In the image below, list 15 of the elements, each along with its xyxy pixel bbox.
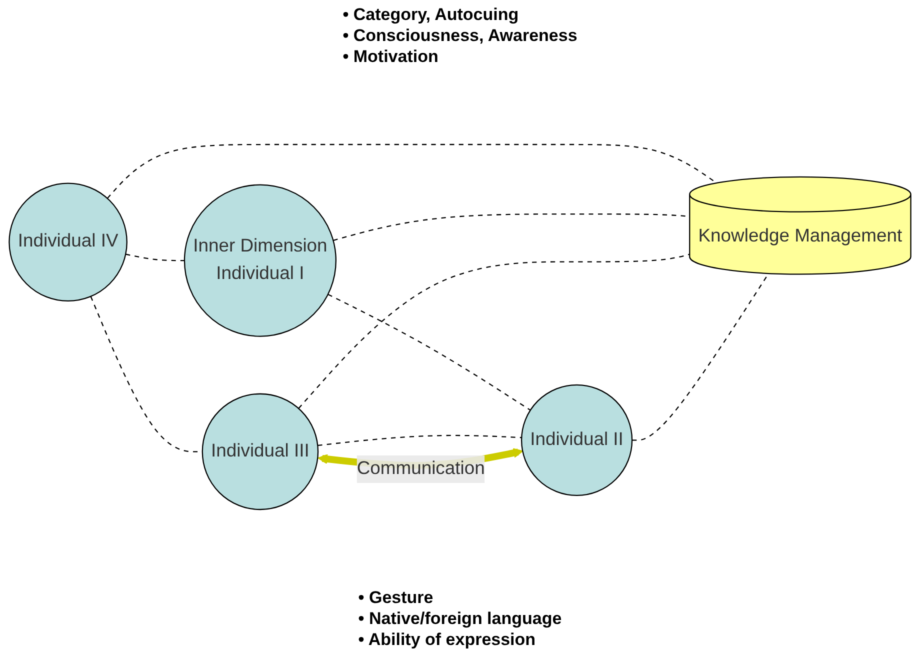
- bullet-text: • Gesture: [358, 587, 434, 608]
- connector: [298, 254, 690, 409]
- bullet-text: • Ability of expression: [358, 629, 537, 650]
- bullet-text: • Native/foreign language: [358, 608, 562, 629]
- bullet-text: • Category, Autocuing: [342, 4, 520, 25]
- node-circle: Individual III: [202, 393, 319, 510]
- node-circle: Inner Dimension Individual I: [184, 184, 336, 337]
- edge-label: Communication: [356, 458, 485, 478]
- bullet-text: • Motivation: [342, 46, 440, 67]
- connector: [318, 434, 522, 446]
- bullet-text: • Consciousness, Awareness: [342, 25, 578, 46]
- node-circle: Individual II: [520, 384, 633, 496]
- connector: [126, 254, 184, 262]
- node-circle: Individual IV: [8, 182, 128, 302]
- connector: [328, 294, 531, 411]
